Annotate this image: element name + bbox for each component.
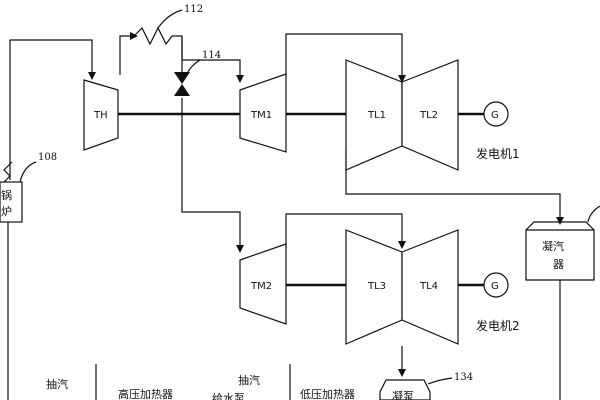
condenser-label-1: 凝汽 [542,239,564,253]
turbine-tl4 [401,229,459,345]
boiler [0,181,23,223]
arrow-to-pump [398,369,406,377]
th-to-reheater-line [119,35,134,75]
pump [379,379,431,400]
turbine-tm1 [239,73,287,153]
arrow-to-th [88,72,96,80]
tl2-label: TL2 [419,110,438,121]
valve-ref: 114 [202,50,221,61]
turbine-tl2 [401,59,459,171]
table-col4: 低压加热器 [300,388,355,400]
boiler-label-2: 炉 [1,205,12,218]
generator-2 [483,272,509,298]
generator-1 [483,101,509,127]
arrow-to-tm1 [236,75,244,83]
arrow-to-tl34 [398,241,406,249]
th-label: TH [93,110,108,121]
tl3-label: TL3 [367,281,386,292]
table-col1: 抽汽 [46,377,68,391]
generator-1-caption: 发电机1 [476,146,520,161]
reheat-to-tm1-line [181,36,241,78]
valve-leader [185,59,201,77]
arrow-to-tl12 [398,75,406,83]
tm1-label: TM1 [250,110,272,121]
reheater-leader [157,9,183,29]
table-col3-sub: 给水泵 [212,392,245,400]
boiler-steam-line [9,39,93,180]
turbine-tm2 [239,243,287,325]
valve-to-tm2-line [181,98,241,248]
condenser-label-2: 器 [553,258,564,271]
pump-ref: 134 [454,372,473,383]
tm1-crossover-line [285,33,403,78]
condenser-leader [587,205,600,223]
reheater-ref: 112 [184,4,203,15]
pump-label: 凝泵 [392,389,414,400]
table-col3: 抽汽 [238,373,260,387]
condenser [525,229,595,281]
turbine-th [83,79,119,151]
condenser-top [525,221,595,231]
tm2-label: TM2 [250,281,272,292]
generator-2-caption: 发电机2 [476,318,520,333]
generator-2-symbol: G [491,281,499,292]
reheater-zigzag [133,26,173,46]
boiler-label-1: 锅 [1,189,12,202]
tl-to-condenser-line [345,150,561,220]
tm2-crossover-line [285,213,403,248]
arrow-to-tm2 [236,245,244,253]
reheater-out-line [172,35,183,72]
generator-1-symbol: G [491,110,499,121]
boiler-zigzag [3,161,13,183]
boiler-leader [19,161,37,183]
pump-leader [427,377,453,385]
tl4-label: TL4 [419,281,438,292]
tl1-label: TL1 [367,110,386,121]
table-col2: 高压加热器 [118,387,173,400]
boiler-ref: 108 [38,152,57,163]
valve-bottom [174,84,190,96]
arrow-to-condenser [556,217,564,225]
